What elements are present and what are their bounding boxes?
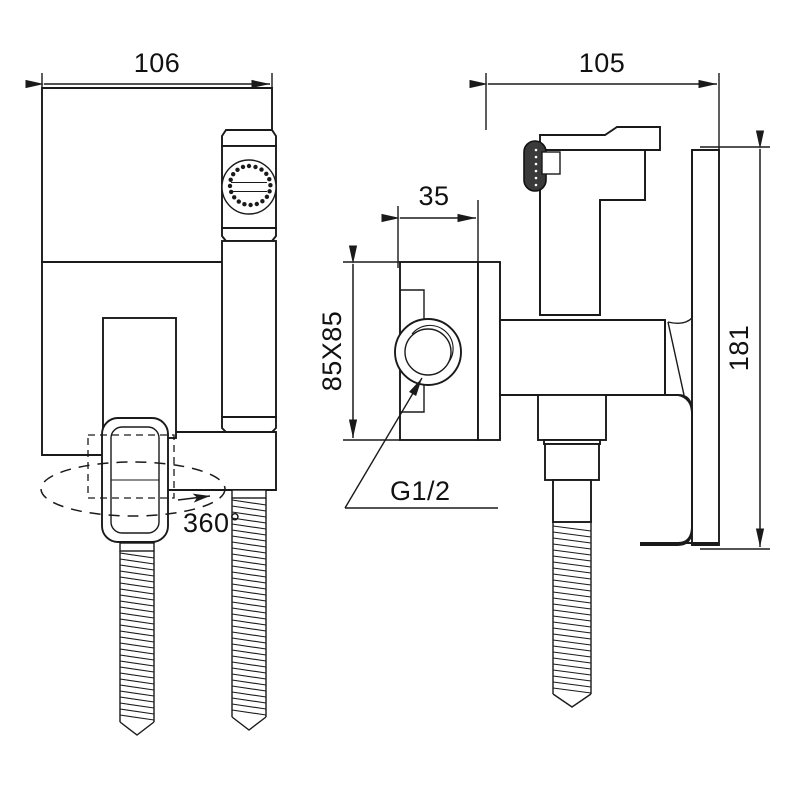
front-lever-handle [87,317,177,543]
handle-hidden-spindle [87,434,175,499]
thread-boss-arc [411,324,454,364]
front-hose-right [231,489,267,731]
dim-label-85x85: 85X85 [317,311,347,392]
knurled-knob [523,140,561,192]
side-hose-end [552,693,592,708]
g12-label: G1/2 [390,476,451,506]
valve-body-chamfer-top [667,317,693,325]
side-outlet-hose [537,394,607,708]
lower-return-arm [640,394,693,546]
front-hose-left [119,542,155,736]
dimension-85x85: 85X85 [317,245,400,441]
side-hose-coils [552,525,592,694]
dim-label-105: 105 [579,48,626,78]
rotation-ellipse [40,461,226,517]
hose-left-end [119,721,155,736]
rotation-label: 360° [183,508,241,538]
g12-leader-line [344,377,423,509]
valve-body-chamfer-diag [667,321,685,396]
knob-stem [541,151,561,175]
valve-main-body [499,319,666,396]
spray-nozzle-dots [227,163,273,208]
spray-gun-shaft [221,240,277,418]
hose-right-ferrule [231,489,267,499]
dimension-181: 181 [700,130,770,550]
spray-head-cap [221,129,277,147]
rotation-arrow [177,493,211,503]
g12-thread-boss [394,318,462,386]
handle-arm-column [539,149,646,316]
dimension-106: 106 [25,48,273,120]
side-plate-edge [477,261,501,441]
front-view-group: 106 [25,48,277,736]
spray-head-lip [221,227,277,242]
hose-right-end [231,716,267,731]
thread-boss-inner [404,328,452,376]
hose-left-coils [119,552,155,721]
outlet-nut-upper [537,394,607,441]
spray-gun-collar [221,416,277,433]
dim-label-106: 106 [134,48,181,78]
outlet-nut-lower [544,443,600,481]
hose-left-ferrule [119,542,155,552]
spray-gun-assembly [221,129,277,433]
g12-leader-note: G1/2 [344,377,498,509]
dimension-105: 105 [469,48,720,155]
knob-knurl-dots [534,148,538,187]
rotation-indicator-360: 360° [40,461,241,538]
lower-return-arm-outline [640,394,693,544]
hose-right-coils [231,499,267,716]
dim-label-35: 35 [418,181,449,211]
hose-collar [552,479,592,523]
dim-label-181: 181 [724,325,754,372]
side-view-group: 105 35 85X85 181 [317,48,770,708]
side-valve-body [499,126,720,546]
spray-face-detail [221,159,277,215]
side-wall-panel [691,149,720,546]
dimension-35: 35 [381,181,479,268]
